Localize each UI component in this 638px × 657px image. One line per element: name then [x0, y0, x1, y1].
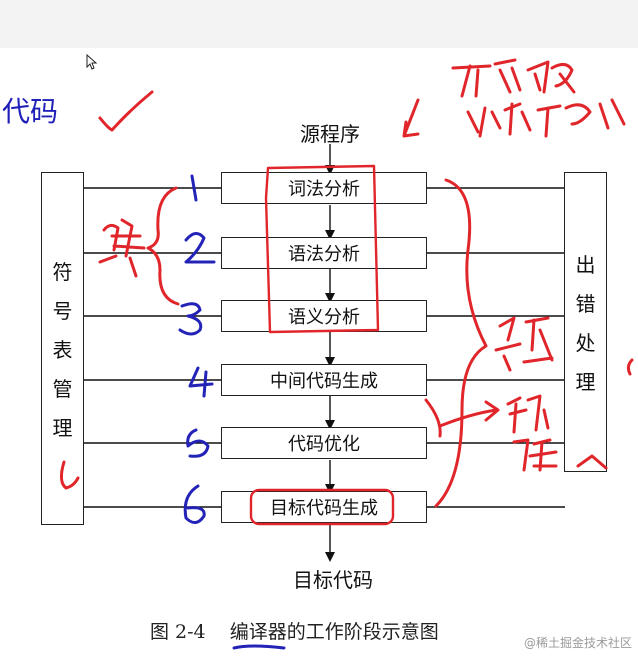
stage-syntax-analysis: 语法分析: [221, 237, 427, 269]
error-handling-box: 出 错 处 理: [564, 172, 607, 472]
highlight-outline-icon: [249, 488, 395, 526]
stage-lexical-analysis: 词法分析: [221, 172, 427, 204]
symbol-table-char: 表: [52, 338, 73, 362]
error-handling-char: 理: [575, 370, 596, 394]
symbol-table-char: 号: [52, 299, 73, 323]
handwritten-scribble-icon: [626, 358, 634, 376]
handwritten-scribble-icon: [59, 460, 80, 490]
check-mark-icon: [98, 90, 154, 132]
stage-intermediate-code: 中间代码生成: [221, 364, 427, 396]
left-brace-icon: [98, 186, 180, 306]
error-handling-char: 错: [575, 292, 596, 316]
number-5-icon: [186, 428, 210, 458]
number-2-icon: [184, 232, 216, 264]
handwritten-scribble-icon: [494, 316, 554, 372]
right-brace-icon: [434, 178, 488, 508]
error-handling-char: 处: [575, 331, 596, 355]
handwritten-scribble-icon: [576, 454, 608, 470]
number-3-icon: [178, 302, 203, 336]
handwritten-scribble-icon: [402, 58, 626, 138]
annotation-word: 代码: [2, 95, 59, 128]
symbol-table-char: 符: [52, 260, 73, 284]
handwritten-numbers: [178, 174, 216, 524]
figure-caption: 图 2-4 编译器的工作阶段示意图: [150, 621, 439, 643]
handwritten-scribble-icon: [506, 394, 558, 472]
arrow-icon: [424, 398, 500, 438]
underline-mark-icon: [232, 644, 286, 650]
source-program-label: 源程序: [300, 122, 360, 146]
number-4-icon: [188, 366, 214, 398]
watermark: @稀土掘金技术社区: [523, 636, 632, 650]
symbol-table-char: 理: [52, 416, 73, 440]
error-handling-char: 出: [575, 253, 596, 277]
stage-code-optimization: 代码优化: [221, 427, 427, 459]
top-band: [0, 0, 638, 48]
highlight-outline-icon: [264, 164, 380, 334]
number-6-icon: [183, 484, 206, 524]
mouse-cursor-icon: [86, 54, 98, 70]
target-code-label: 目标代码: [293, 568, 373, 592]
stage-semantic-analysis: 语义分析: [221, 300, 427, 332]
symbol-table-char: 管: [52, 377, 73, 401]
number-1-icon: [190, 174, 198, 202]
